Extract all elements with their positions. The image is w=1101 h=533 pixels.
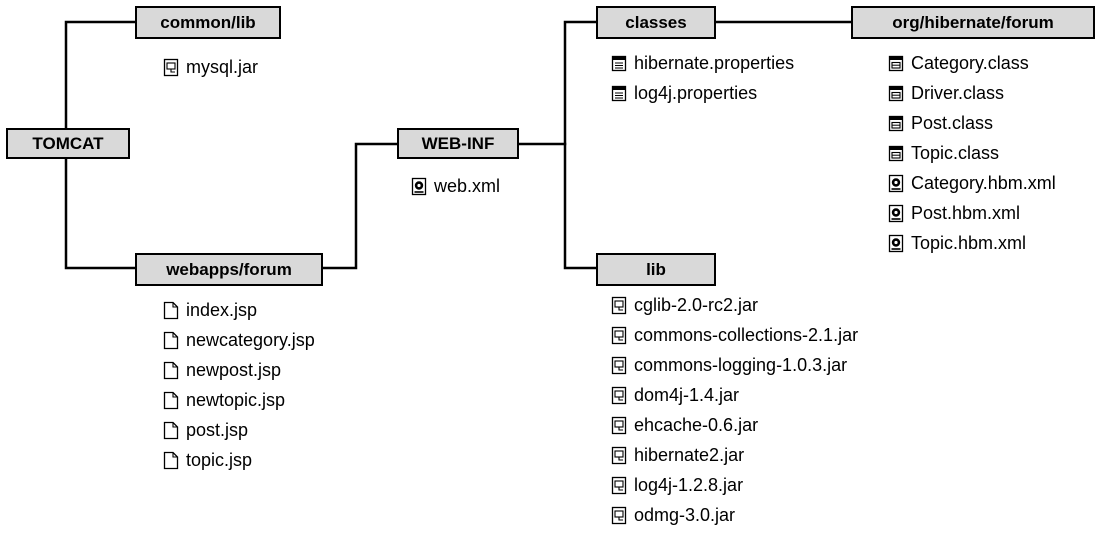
file-item: cglib-2.0-rc2.jar bbox=[611, 290, 858, 320]
file-name: hibernate2.jar bbox=[634, 444, 745, 465]
jar-icon bbox=[611, 386, 627, 405]
file-item: Driver.class bbox=[888, 78, 1056, 108]
file-item: log4j.properties bbox=[611, 78, 794, 108]
file-name: hibernate.properties bbox=[634, 52, 795, 73]
connector-webapps-webinf bbox=[321, 142, 399, 270]
file-item: Category.hbm.xml bbox=[888, 168, 1056, 198]
page-icon bbox=[163, 391, 179, 410]
webapps-forum-node: webapps/forum bbox=[135, 253, 323, 286]
web-inf-file-list: web.xml bbox=[411, 171, 500, 201]
common-lib-node: common/lib bbox=[135, 6, 281, 39]
class-icon bbox=[888, 84, 904, 103]
jar-icon bbox=[611, 326, 627, 345]
file-name: ehcache-0.6.jar bbox=[634, 414, 759, 435]
file-item: newtopic.jsp bbox=[163, 385, 315, 415]
web-inf-node: WEB-INF bbox=[397, 128, 519, 159]
lib-file-list: cglib-2.0-rc2.jar commons-collections-2.1… bbox=[611, 290, 858, 530]
file-item: Topic.hbm.xml bbox=[888, 228, 1056, 258]
file-item: Post.hbm.xml bbox=[888, 198, 1056, 228]
file-name: Driver.class bbox=[911, 82, 1005, 103]
file-name: cglib-2.0-rc2.jar bbox=[634, 294, 759, 315]
common-lib-file-list: mysql.jar bbox=[163, 52, 258, 82]
file-item: Topic.class bbox=[888, 138, 1056, 168]
classes-node: classes bbox=[596, 6, 716, 39]
file-name: newcategory.jsp bbox=[186, 329, 315, 350]
file-name: web.xml bbox=[434, 175, 501, 196]
xml-icon bbox=[411, 177, 427, 196]
webapps-forum-file-list: index.jsp newcategory.jsp newpost.jsp newto… bbox=[163, 295, 315, 475]
file-name: log4j.properties bbox=[634, 82, 758, 103]
page-icon bbox=[163, 301, 179, 320]
file-name: Post.class bbox=[911, 112, 994, 133]
file-item: odmg-3.0.jar bbox=[611, 500, 858, 530]
file-name: newtopic.jsp bbox=[186, 389, 286, 410]
page-icon bbox=[163, 421, 179, 440]
connector-tomcat-webapps bbox=[64, 157, 137, 270]
page-icon bbox=[163, 451, 179, 470]
file-name: log4j-1.2.8.jar bbox=[634, 474, 744, 495]
file-item: topic.jsp bbox=[163, 445, 315, 475]
file-item: commons-logging-1.0.3.jar bbox=[611, 350, 858, 380]
page-icon bbox=[163, 361, 179, 380]
file-name: newpost.jsp bbox=[186, 359, 282, 380]
xml-icon bbox=[888, 234, 904, 253]
tomcat-node: TOMCAT bbox=[6, 128, 130, 159]
file-name: Topic.hbm.xml bbox=[911, 232, 1027, 253]
connector-tomcat-common-lib bbox=[64, 20, 137, 130]
file-name: dom4j-1.4.jar bbox=[634, 384, 740, 405]
file-item: newpost.jsp bbox=[163, 355, 315, 385]
jar-icon bbox=[611, 356, 627, 375]
file-name: Topic.class bbox=[911, 142, 1000, 163]
properties-icon bbox=[611, 84, 627, 103]
file-item: web.xml bbox=[411, 171, 500, 201]
file-name: topic.jsp bbox=[186, 449, 253, 470]
file-item: ehcache-0.6.jar bbox=[611, 410, 858, 440]
file-item: Post.class bbox=[888, 108, 1056, 138]
class-icon bbox=[888, 54, 904, 73]
file-name: Category.class bbox=[911, 52, 1029, 73]
file-item: newcategory.jsp bbox=[163, 325, 315, 355]
class-icon bbox=[888, 144, 904, 163]
file-name: commons-logging-1.0.3.jar bbox=[634, 354, 848, 375]
file-item: hibernate2.jar bbox=[611, 440, 858, 470]
jar-icon bbox=[611, 446, 627, 465]
class-icon bbox=[888, 114, 904, 133]
file-item: post.jsp bbox=[163, 415, 315, 445]
page-icon bbox=[163, 331, 179, 350]
file-item: commons-collections-2.1.jar bbox=[611, 320, 858, 350]
jar-icon bbox=[611, 416, 627, 435]
classes-file-list: hibernate.properties log4j.properties bbox=[611, 48, 794, 108]
jar-icon bbox=[163, 58, 179, 77]
file-item: Category.class bbox=[888, 48, 1056, 78]
properties-icon bbox=[611, 54, 627, 73]
jar-icon bbox=[611, 476, 627, 495]
xml-icon bbox=[888, 204, 904, 223]
connector-classes-lib bbox=[563, 20, 598, 270]
lib-node: lib bbox=[596, 253, 716, 286]
file-name: Category.hbm.xml bbox=[911, 172, 1056, 193]
file-item: index.jsp bbox=[163, 295, 315, 325]
file-item: log4j-1.2.8.jar bbox=[611, 470, 858, 500]
file-item: dom4j-1.4.jar bbox=[611, 380, 858, 410]
file-name: mysql.jar bbox=[186, 56, 259, 77]
file-item: mysql.jar bbox=[163, 52, 258, 82]
file-name: odmg-3.0.jar bbox=[634, 504, 736, 525]
xml-icon bbox=[888, 174, 904, 193]
file-item: hibernate.properties bbox=[611, 48, 794, 78]
file-name: commons-collections-2.1.jar bbox=[634, 324, 859, 345]
org-hibernate-forum-node: org/hibernate/forum bbox=[851, 6, 1095, 39]
file-name: Post.hbm.xml bbox=[911, 202, 1021, 223]
file-name: index.jsp bbox=[186, 299, 258, 320]
jar-icon bbox=[611, 296, 627, 315]
file-name: post.jsp bbox=[186, 419, 249, 440]
jar-icon bbox=[611, 506, 627, 525]
